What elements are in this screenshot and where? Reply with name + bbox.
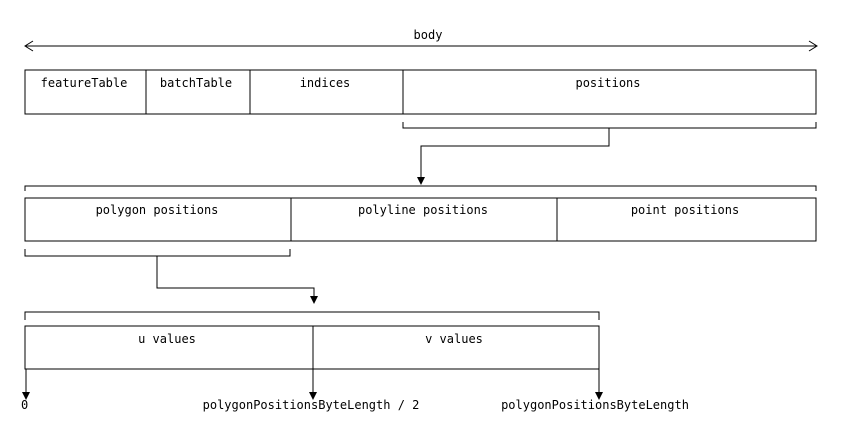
indices-box — [249, 69, 404, 115]
u-values-box — [24, 325, 314, 370]
row3-segments — [24, 325, 600, 370]
offset-start-label: 0 — [21, 398, 28, 412]
polygon-positions-bracket — [24, 249, 318, 304]
row2-top-bracket — [24, 185, 817, 191]
batch-table-box — [145, 69, 251, 115]
row1-segments — [24, 69, 817, 115]
polyline-positions-box — [290, 197, 558, 242]
polygon-positions-label: polygon positions — [96, 203, 219, 217]
positions-bracket — [402, 122, 817, 185]
body-label: body — [414, 28, 443, 42]
feature-table-label: featureTable — [41, 76, 128, 90]
indices-label: indices — [300, 76, 351, 90]
u-values-label: u values — [138, 332, 196, 346]
batch-table-label: batchTable — [160, 76, 232, 90]
row3-top-bracket — [24, 311, 600, 320]
offset-end-label: polygonPositionsByteLength — [501, 398, 689, 412]
point-positions-box — [556, 197, 817, 242]
offset-middle-label: polygonPositionsByteLength / 2 — [203, 398, 420, 412]
polyline-positions-label: polyline positions — [358, 203, 488, 217]
v-values-box — [312, 325, 600, 370]
positions-label: positions — [575, 76, 640, 90]
offset-arrows — [22, 369, 603, 400]
body-span-arrow — [24, 40, 818, 52]
row2-segments — [24, 197, 817, 242]
point-positions-label: point positions — [631, 203, 739, 217]
positions-box — [402, 69, 817, 115]
v-values-label: v values — [425, 332, 483, 346]
